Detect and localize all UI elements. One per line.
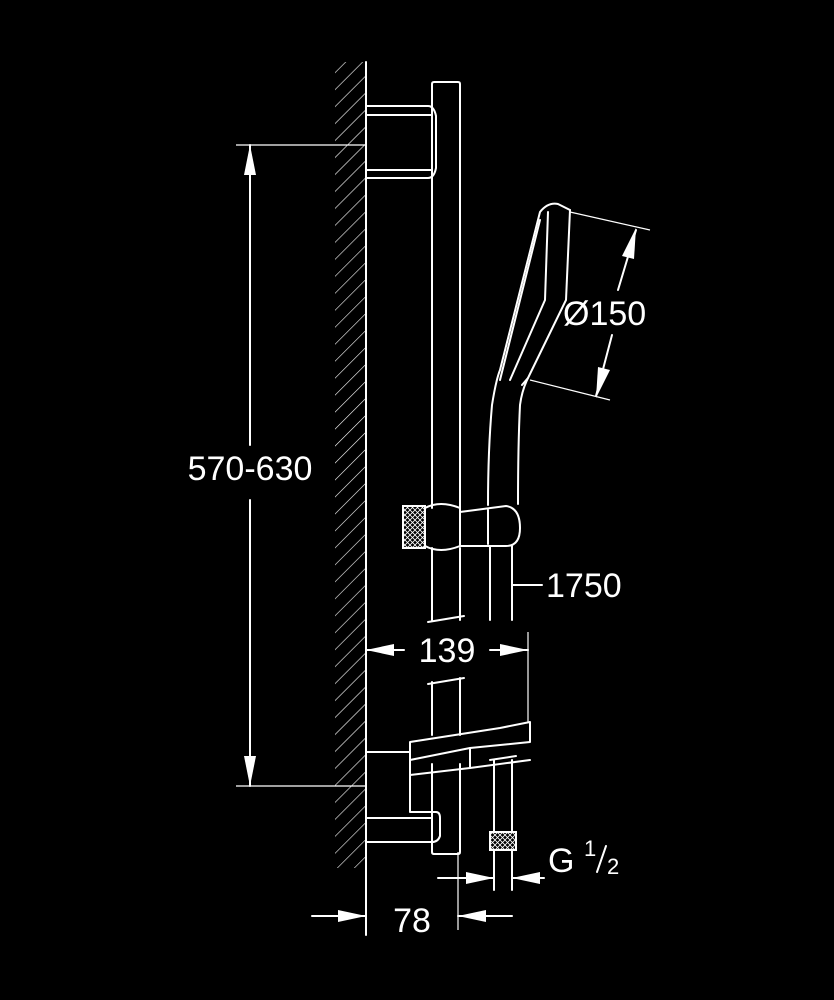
hose-connector-nut (489, 831, 517, 851)
hose-length-dimension: 1750 (511, 567, 622, 605)
soap-dish-lower-edge (469, 759, 531, 769)
diameter-arrow-bottom (596, 367, 610, 398)
offset-dimension: 78 (311, 852, 513, 940)
rail-top-cap (431, 81, 461, 91)
soap-dish (409, 721, 531, 776)
offset-label: 78 (393, 902, 431, 940)
projection-arrow-right (500, 644, 528, 656)
height-arrow-bottom (244, 756, 256, 786)
diameter-dimension: Ø150 (529, 211, 651, 401)
thread-letter: G (548, 842, 574, 880)
upper-wall-bracket (365, 105, 437, 179)
diameter-label: Ø150 (563, 295, 646, 333)
diameter-arrow-top (622, 228, 636, 259)
hand-shower (487, 202, 571, 506)
lower-bracket-outline (365, 751, 441, 843)
hand-shower-inner-rim (509, 211, 549, 381)
soap-dish-front (409, 747, 471, 776)
hose-break-mark (489, 755, 517, 761)
rail-bottom-cap (431, 847, 461, 855)
projection-label: 139 (419, 632, 476, 670)
slider-holder (402, 503, 521, 551)
thread-arrow-right (512, 872, 540, 884)
height-arrow-top (244, 145, 256, 175)
height-dimension: 570-630 (188, 144, 366, 787)
thread-arrow-left (466, 872, 494, 884)
hand-shower-body-edge (499, 219, 541, 381)
wall (335, 61, 367, 936)
shower-rail (427, 81, 465, 855)
rail-break-mark-upper (427, 615, 465, 623)
slider-cradle (459, 505, 521, 547)
thread-dimension: G 1 2 (437, 836, 619, 884)
hand-shower-face (521, 209, 571, 386)
lower-wall-bracket (365, 751, 441, 843)
hose-length-label: 1750 (546, 567, 622, 605)
height-dimension-label: 570-630 (188, 450, 313, 488)
hose (489, 545, 517, 891)
diameter-extension-top (569, 211, 651, 231)
thread-numerator: 1 (584, 836, 596, 861)
wall-hatching (335, 62, 366, 868)
offset-arrow-right (458, 910, 486, 922)
rail-break-mark-lower (427, 677, 465, 685)
offset-arrow-left (338, 910, 366, 922)
hand-shower-handle-back (487, 202, 571, 506)
projection-dimension: 139 (365, 632, 529, 722)
projection-arrow-left (366, 644, 394, 656)
thread-fraction-slash (596, 845, 607, 873)
slider-clamp (424, 503, 461, 551)
slider-knurled-knob (402, 505, 426, 549)
hand-shower-handle-front (517, 377, 529, 505)
thread-denominator: 2 (607, 854, 619, 879)
upper-bracket-outline (365, 105, 437, 179)
